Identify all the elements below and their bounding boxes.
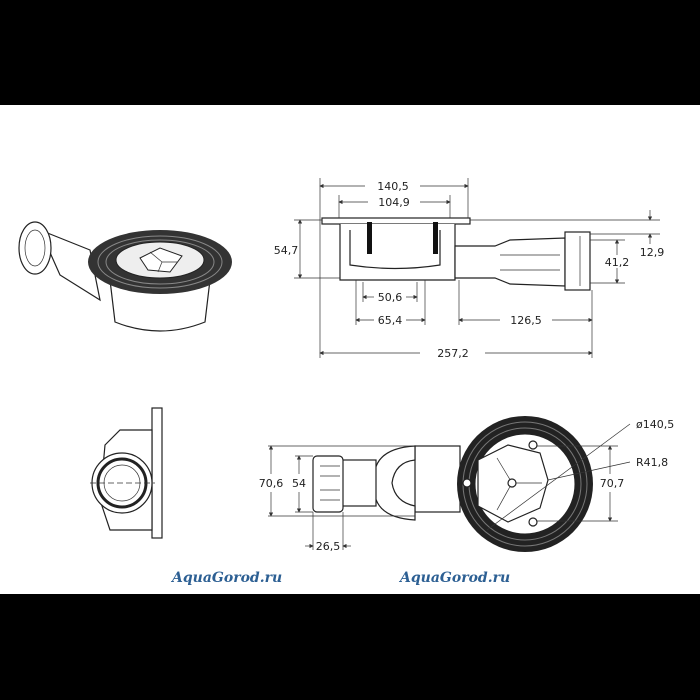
dim-total-length: 257,2 bbox=[437, 347, 469, 360]
dim-nut-width: 26,5 bbox=[316, 540, 341, 553]
dim-outlet-diameter: 41,2 bbox=[605, 256, 630, 269]
dim-plan-height-inner: 54 bbox=[292, 477, 306, 490]
dim-height-total: 54,7 bbox=[274, 244, 299, 257]
plan-dimensions: 70,6 54 26,5 ø140,5 R41,8 70,7 bbox=[259, 418, 674, 553]
dim-plan-height-outer: 70,6 bbox=[259, 477, 284, 490]
end-view bbox=[90, 407, 163, 539]
watermark: AquaGorod.ru bbox=[172, 570, 283, 586]
dim-flange-diameter: ø140,5 bbox=[636, 418, 674, 431]
dim-width-inner: 104,9 bbox=[378, 196, 410, 209]
dim-outlet-offset: 12,9 bbox=[640, 246, 665, 259]
section-dimensions: 140,5 104,9 54,7 12,9 41,2 50,6 bbox=[274, 178, 665, 360]
dim-width-top: 140,5 bbox=[377, 180, 409, 193]
dim-pipe-length: 126,5 bbox=[510, 314, 542, 327]
dim-bottom-inner: 50,6 bbox=[378, 291, 403, 304]
dim-screw-spacing: 70,7 bbox=[600, 477, 625, 490]
perspective-view bbox=[18, 221, 232, 332]
section-view bbox=[321, 217, 591, 291]
dim-grate-radius: R41,8 bbox=[636, 456, 668, 469]
plan-view bbox=[312, 416, 593, 552]
dim-bottom-outer: 65,4 bbox=[378, 314, 403, 327]
watermark: AquaGorod.ru bbox=[400, 570, 511, 586]
